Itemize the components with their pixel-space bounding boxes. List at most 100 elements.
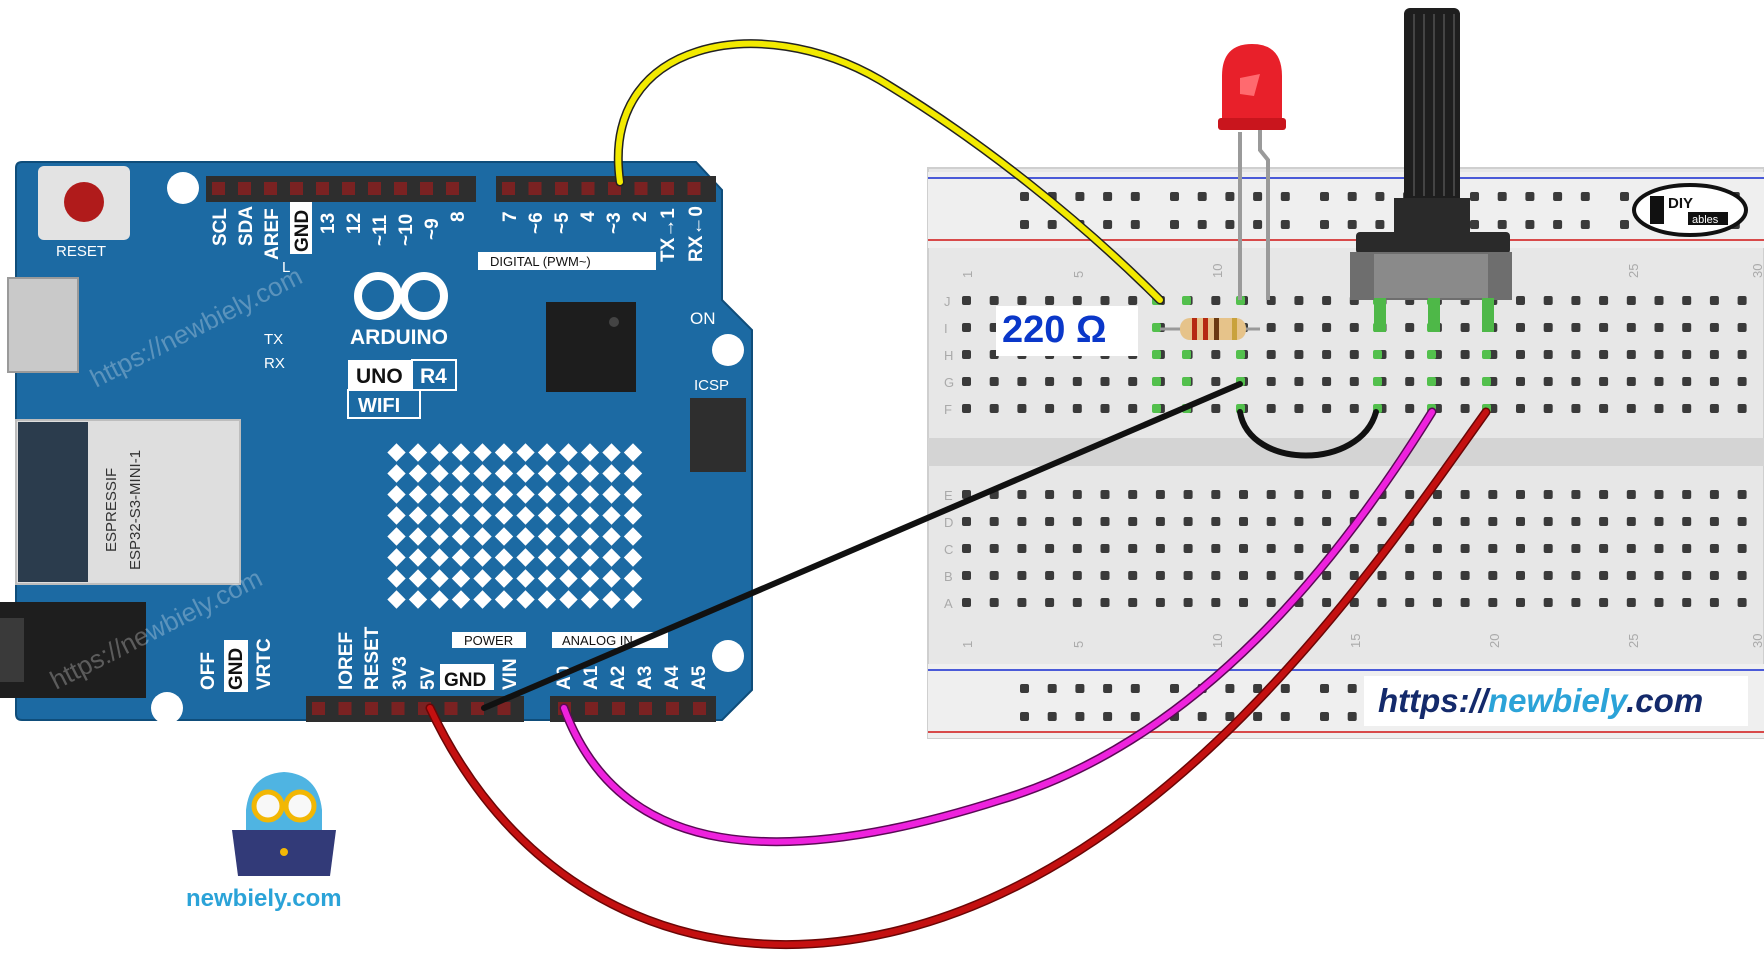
breadboard-hole [962,377,971,386]
breadboard-hole [1045,377,1055,386]
breadboard-hole [1599,571,1609,580]
digital-header-label: DIGITAL (PWM~) [490,254,591,269]
matrix-led [602,506,621,525]
rail-hole [1197,220,1207,229]
breadboard-hole [1349,598,1359,607]
pin-label: A3 [635,666,656,690]
mounting-hole [151,692,183,724]
breadboard-hole [989,517,999,526]
breadboard-hole [1460,377,1470,386]
pot-pin [1428,298,1440,332]
mascot-caption: newbiely.com [186,885,342,912]
breadboard-hole [1405,544,1415,553]
pin-label: A4 [662,665,683,690]
breadboard-hole [1571,323,1581,332]
matrix-led [516,548,535,567]
header-pin [365,702,378,715]
pin-label: GND [226,648,247,690]
breadboard-hole [1266,323,1276,332]
breadboard-hole [1682,404,1692,413]
matrix-led [387,527,406,546]
wires [425,39,1491,950]
matrix-led [623,485,643,504]
breadboard-hole [1349,323,1359,332]
revision-badge [411,359,457,391]
header-pin [502,182,515,195]
header-pin [497,702,511,715]
breadboard-hole [1045,296,1055,305]
matrix-led [387,590,406,609]
breadboard-hole [1460,517,1470,526]
column-number: 30 [1750,264,1764,278]
led-leg-anode [1258,126,1270,300]
matrix-led [602,590,621,609]
matrix-led [408,443,428,462]
breadboard-hole [1709,377,1719,386]
arduino-logo-icon [354,272,448,320]
matrix-led [602,548,621,567]
credit-url[interactable]: https://newbiely.com [1378,682,1703,719]
row-letter: F [944,402,952,417]
pot-base-front [1374,254,1488,298]
breadboard-hole [1072,544,1082,553]
breadboard-hole [1654,544,1664,553]
pot-mount-tabs [1356,232,1510,254]
breadboard-hole [1626,517,1636,526]
model-label: UNO [356,365,403,388]
breadboard-hole [1045,571,1055,580]
breadboard-hole [1626,350,1636,359]
row-letter: H [944,348,953,363]
reset-button-cap[interactable] [64,182,104,222]
rail-hole [1497,220,1507,229]
breadboard-hole [1488,517,1498,526]
breadboard-hole [1460,544,1470,553]
breadboard-hole [1294,350,1304,359]
matrix-led [494,590,514,609]
rail-hole [1470,192,1479,201]
pin-label: A1 [581,665,602,690]
column-number: 5 [1071,641,1086,648]
rail-hole [1170,220,1179,229]
breadboard-hole [1211,377,1221,386]
rail-hole [1170,684,1179,693]
breadboard-hole [1017,571,1027,580]
usb-connector [7,277,79,373]
breadboard-hole [1682,490,1692,499]
rail-hole [1170,192,1179,201]
breadboard-hole [1543,544,1553,553]
led-base [1218,118,1286,130]
rail-hole [1020,192,1029,201]
breadboard-hole [1709,598,1719,607]
header-pin [693,702,706,715]
breadboard-hole [1183,517,1193,526]
matrix-led [430,548,449,567]
breadboard-hole [1571,517,1581,526]
rail-hole [1347,192,1357,201]
matrix-led [623,506,643,525]
pin-label: 13 [318,213,339,234]
breadboard-hole [1516,377,1525,386]
pin-label: ~9 [422,218,443,240]
matrix-led [559,569,578,588]
matrix-led [473,506,492,525]
diyables-text-top: DIY [1668,195,1693,212]
rail-hole [1347,684,1357,693]
rail-hole [1553,192,1563,201]
matrix-led [451,506,471,525]
owl-glasses-icon [251,789,285,823]
matrix-led [516,506,535,525]
analog-header [550,696,716,722]
breadboard-hole [1266,598,1276,607]
breadboard-hole [1405,404,1415,413]
breadboard-hole [1543,350,1553,359]
matrix-led [623,590,643,609]
rx-led-label: RX [264,355,285,372]
matrix-led [494,506,514,525]
power-pin-labels: IOREF RESET 3V3 5V GND VIN [336,626,521,691]
matrix-led [430,443,449,462]
power-header-label-bg [452,632,526,648]
pin-label: ~3 [604,212,625,234]
breadboard-hole [1211,598,1221,607]
pin-label: OFF [198,652,219,690]
